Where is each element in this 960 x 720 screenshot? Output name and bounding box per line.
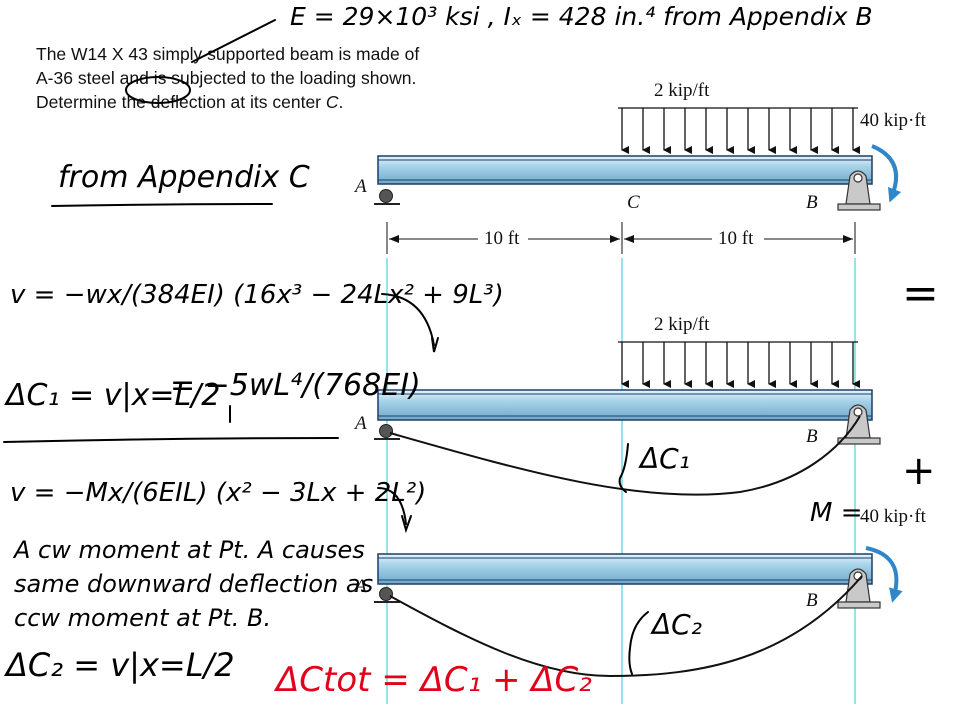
delta-c2-label: ΔC₂ xyxy=(652,608,702,641)
distributed-load-2 xyxy=(618,341,860,388)
delta-c1-label: ΔC₁ xyxy=(640,442,690,475)
total-deflection-equation: ΔCtot = ΔC₁ + ΔC₂ xyxy=(276,660,592,700)
point-b-label-3: B xyxy=(806,590,818,611)
beam-1-body xyxy=(377,155,873,185)
problem-line-1: The W14 X 43 simply supported beam is ma… xyxy=(36,44,420,64)
beam-3-body xyxy=(377,553,873,585)
moment-equals-note: M = xyxy=(810,498,863,528)
beam-1 xyxy=(374,107,902,254)
deflection-equation-moment: v = −Mx/(6EIL) (x² − 3Lx + 2L²) xyxy=(10,478,427,508)
roller-support-a-2 xyxy=(374,424,400,440)
moment-label-2: 40 kip·ft xyxy=(860,506,926,527)
roller-support-a-3 xyxy=(374,587,400,603)
guide-lines xyxy=(386,258,856,704)
problem-line-3: Determine the deflection at its center C… xyxy=(36,92,344,112)
point-b-label-1: B xyxy=(806,192,818,213)
distributed-load-1 xyxy=(618,107,860,154)
point-a-label-2: A xyxy=(355,413,367,434)
deflection-equation-uniform: v = −wx/(384EI) (16x³ − 24Lx² + 9L³) xyxy=(10,280,504,310)
beam-2-body xyxy=(377,389,873,421)
plus-sign: + xyxy=(902,448,936,494)
moment-arrow-1 xyxy=(871,144,902,203)
delta-c1-evaluation: ΔC₁ = v|x=L/2 xyxy=(6,378,221,413)
beam-3 xyxy=(374,546,903,678)
point-b-label-2: B xyxy=(806,426,818,447)
moment-label-1: 40 kip·ft xyxy=(860,110,926,131)
beam-2 xyxy=(374,341,881,496)
pin-support-b-3 xyxy=(837,568,881,609)
note-line-3: ccw moment at Pt. B. xyxy=(14,604,272,632)
dimension-line xyxy=(386,222,856,254)
load-label-1: 2 kip/ft xyxy=(654,80,710,101)
note-line-2: same downward deflection as xyxy=(14,570,374,598)
roller-support-a-1 xyxy=(374,189,400,205)
delta-c2-evaluation: ΔC₂ = v|x=L/2 xyxy=(6,646,235,684)
equals-sign: = xyxy=(902,268,939,319)
deflected-shape-1 xyxy=(389,415,861,496)
span-label-left: 10 ft xyxy=(484,228,520,249)
moment-arrow-2 xyxy=(865,546,903,603)
pin-support-b-1 xyxy=(837,170,881,211)
hand-strokes xyxy=(3,19,649,675)
appendix-c-note: from Appendix C xyxy=(58,160,310,195)
point-a-label-3: A xyxy=(355,576,367,597)
load-label-2: 2 kip/ft xyxy=(654,314,710,335)
deflected-shape-2 xyxy=(389,575,863,678)
delta-c1-result: = −5wL⁴/(768EI) xyxy=(170,368,421,403)
point-c-label-1: C xyxy=(627,192,640,213)
point-a-label-1: A xyxy=(355,176,367,197)
note-line-1: A cw moment at Pt. A causes xyxy=(14,536,365,564)
material-properties-note: E = 29×10³ ksi , Iₓ = 428 in.⁴ from Appe… xyxy=(290,2,873,31)
problem-statement: The W14 X 43 simply supported beam is ma… xyxy=(36,42,576,114)
span-label-right: 10 ft xyxy=(718,228,754,249)
